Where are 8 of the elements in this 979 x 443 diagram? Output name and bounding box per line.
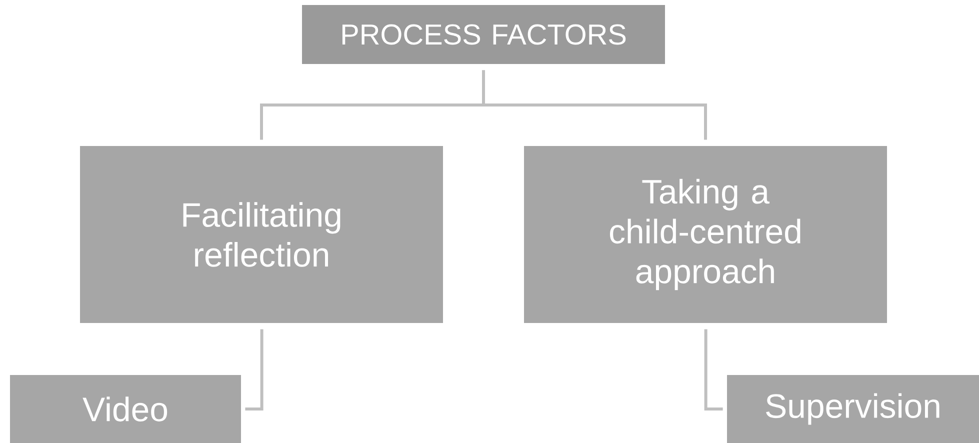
process-box: Video — [10, 375, 241, 443]
process-box: PROCESS FACTORS — [302, 5, 665, 64]
process-box: Supervision — [727, 375, 979, 443]
connector-line — [245, 329, 264, 410]
process-box: Facilitating reflection — [80, 146, 443, 323]
connector-line — [704, 329, 723, 410]
process-box: Taking a child-centred approach — [524, 146, 887, 323]
connector-line — [482, 70, 707, 140]
